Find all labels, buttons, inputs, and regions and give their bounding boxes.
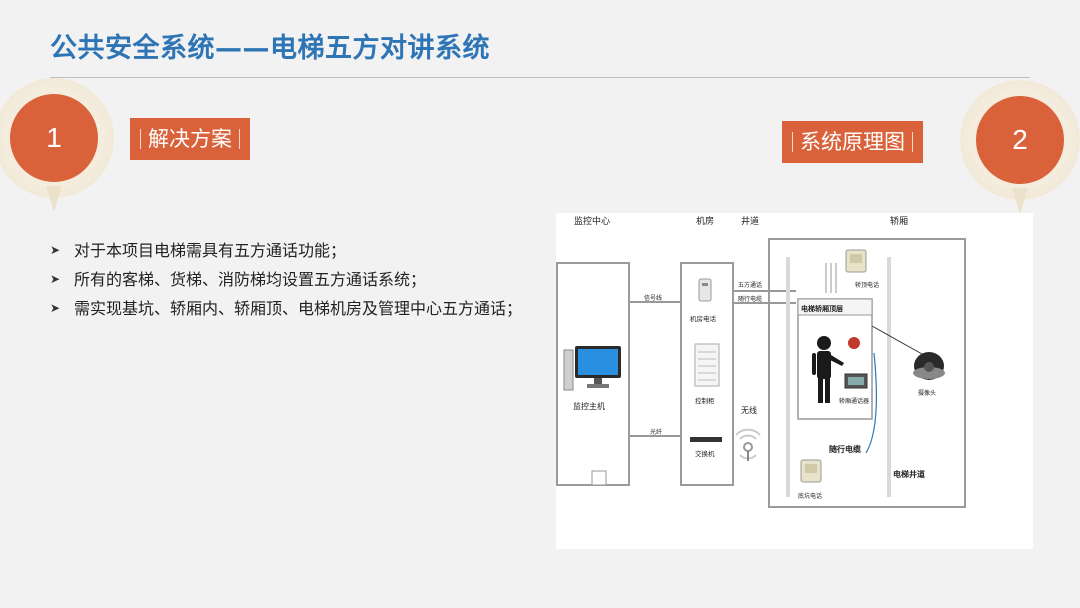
arrow-bullet-icon: ➤ [50,301,61,315]
label-traveling-cable: 随行电缆 [829,444,861,454]
label-elevator-shaft: 电梯井道 [893,469,925,479]
badge-number: 2 [976,96,1064,184]
system-principle-diagram: 监控中心 机房 井道 轿厢 监控主机 机房电话 [556,213,1033,549]
list-item: ➤ 对于本项目电梯需具有五方通话功能； [48,236,548,265]
car-top-layer [797,298,873,316]
monitor-center-door [591,470,607,486]
label-machine-room-phone: 机房电话 [690,314,717,323]
person-icon [812,336,844,403]
car-intercom-icon [844,337,868,389]
badge-pointer [46,186,62,212]
traveling-cable-line [865,352,877,454]
section-tag-principle-diagram: 系统原理图 [782,121,923,163]
bullet-list: ➤ 对于本项目电梯需具有五方通话功能； ➤ 所有的客梯、货梯、消防梯均设置五方通… [48,236,548,323]
label-car-top-layer: 电梯轿厢顶层 [801,304,843,313]
arrow-bullet-icon: ➤ [50,272,61,286]
label-shaft: 井道 [741,215,759,227]
bullet-text: 需实现基坑、轿厢内、轿厢顶、电梯机房及管理中心五方通话； [74,299,523,318]
phone-icon [698,278,712,302]
label-car: 轿厢 [890,215,908,227]
slide-title: 公共安全系统——电梯五方对讲系统 [50,33,490,64]
list-item: ➤ 需实现基坑、轿厢内、轿厢顶、电梯机房及管理中心五方通话； [48,294,548,323]
arrow-bullet-icon: ➤ [50,243,61,257]
badge-pointer [1012,188,1028,214]
badge-number: 1 [10,94,98,182]
title-divider [50,77,1030,78]
label-camera: 摄像头 [918,389,936,397]
label-traveling-cable-top: 随行电缆 [738,295,762,303]
camera-icon [913,352,945,380]
bullet-text: 所有的客梯、货梯、消防梯均设置五方通话系统； [74,270,427,289]
control-cabinet-icon [694,343,720,387]
switch-icon [690,437,722,442]
shaft-rail-left [786,257,790,497]
list-item: ➤ 所有的客梯、货梯、消防梯均设置五方通话系统； [48,265,548,294]
label-monitor-center: 监控中心 [574,215,610,227]
label-car-intercom: 轿厢通话器 [839,397,869,405]
computer-icon [563,346,621,391]
camera-link [871,325,923,355]
shaft-rail-right [887,257,891,497]
label-switch: 交换机 [695,449,715,458]
label-fiber: 光纤 [650,428,662,436]
pit-phone-icon [800,459,822,483]
badge-2: 2 [960,80,1080,230]
label-machine-room: 机房 [696,215,714,227]
label-wireless: 无线 [741,405,757,415]
label-car-top-phone: 轿顶电话 [855,281,879,289]
section-tag-solution: 解决方案 [130,118,250,160]
bullet-text: 对于本项目电梯需具有五方通话功能； [74,241,347,260]
label-control-cabinet: 控制柜 [695,396,715,405]
machine-room-box [680,262,734,486]
label-five-way-call: 五方通话 [738,281,762,289]
car-top-phone-icon [845,249,867,273]
label-pit-phone: 底坑电话 [798,492,822,500]
label-monitor-host: 监控主机 [573,401,605,411]
car-area-box [768,238,966,508]
label-signal-line: 信号线 [644,294,662,302]
car-top-antennas [825,263,837,293]
badge-1: 1 [0,78,114,228]
wireless-antenna-icon [735,428,761,461]
